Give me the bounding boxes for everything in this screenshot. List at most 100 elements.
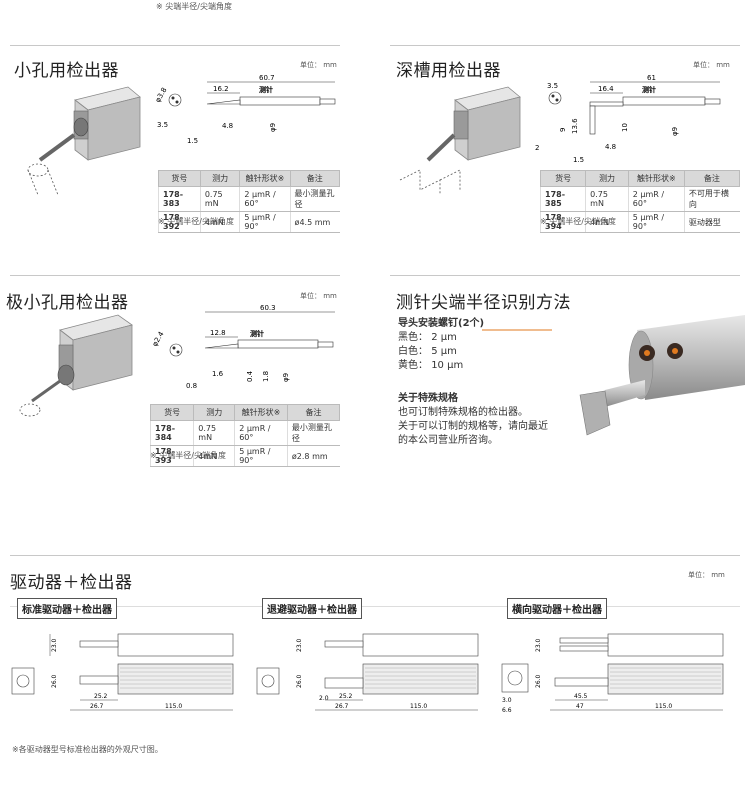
svg-text:26.0: 26.0 — [51, 674, 58, 688]
small-hole-detector-illustration — [27, 86, 141, 195]
dim-len3: 1.5 — [187, 137, 198, 145]
identify-list: 导头安装螺钉(2个) 黑色： 2 μm 白色： 5 μm 黄色： 10 μm — [398, 317, 484, 373]
col-remark: 备注 — [289, 170, 341, 187]
col-model: 货号 — [158, 170, 201, 187]
svg-text:26.0: 26.0 — [296, 674, 303, 688]
svg-text:0.4: 0.4 — [246, 370, 254, 382]
special-spec-block: 关于特殊规格 也可订制特殊规格的检出器。 关于可以订制的规格等，请向最近 的本公… — [398, 393, 548, 446]
svg-text:φ9: φ9 — [282, 373, 290, 382]
table-row: 178-392 4mN 5 μmR / 90° ø4.5 mm — [158, 211, 340, 233]
svg-text:23.0: 23.0 — [51, 638, 58, 652]
micro-hole-spec-table: 货号 测力 触针形状※ 备注 178-384 0.75 mN 2 μmR / 6… — [149, 404, 341, 467]
unit-label: 单位： mm — [300, 292, 337, 300]
small-hole-spec-table: 货号 测力 触针形状※ 备注 178-383 0.75 mN 2 μmR / 6… — [158, 170, 341, 233]
dim-length: 60.7 — [259, 74, 275, 82]
table-row: 178-394 4mN 5 μmR / 90° 驱动器型 — [539, 211, 740, 233]
leader-line — [482, 329, 552, 331]
standard-drive-drawing: 23.0 26.0 25.2 26.7 115.0 — [11, 633, 234, 711]
unit-label: 单位： mm — [688, 571, 725, 579]
drive-box-title-lateral: 横向驱动器＋检出器 — [507, 598, 607, 619]
section-title-deep-groove: 深槽用检出器 — [396, 61, 501, 81]
micro-hole-dimension-drawing: 60.3 12.8 测针 φ2.4 1.6 0.8 0.4 1.8 φ9 — [151, 304, 335, 390]
svg-text:0.8: 0.8 — [186, 382, 197, 390]
small-hole-dimension-drawing: 60.7 16.2 测针 φ3.8 3.5 4.8 1.5 φ9 — [155, 74, 336, 145]
deep-groove-dimension-drawing: 61 16.4 测针 3.5 9 13.6 10 2 4.8 1.5 φ9 — [535, 74, 721, 164]
table-row: 178-384 0.75 mN 2 μmR / 60° 最小测量孔径 — [149, 420, 340, 446]
list-item: 黄色： 10 μm — [398, 360, 464, 371]
table-row: 178-393 4mN 5 μmR / 90° ø2.8 mm — [149, 445, 340, 467]
svg-text:12.8: 12.8 — [210, 329, 226, 337]
drive-box-title-standard: 标准驱动器＋检出器 — [17, 598, 117, 619]
svg-text:1.6: 1.6 — [212, 370, 224, 378]
list-item: 白色： 5 μm — [398, 346, 457, 357]
section-title-micro-hole: 极小孔用检出器 — [6, 293, 129, 313]
svg-text:115.0: 115.0 — [165, 703, 182, 710]
section-title-small-hole: 小孔用检出器 — [14, 61, 119, 81]
dim-dia9: φ9 — [269, 123, 277, 132]
svg-text:47: 47 — [576, 703, 584, 710]
col-force: 测力 — [199, 170, 241, 187]
svg-text:1.8: 1.8 — [262, 371, 270, 382]
stylus-screws-illustration — [579, 315, 745, 436]
svg-text:3.5: 3.5 — [547, 82, 558, 90]
drive-box-title-retract: 退避驱动器＋检出器 — [262, 598, 362, 619]
svg-text:115.0: 115.0 — [655, 703, 672, 710]
drive-footnote: ※各驱动器型号标准检出器的外观尺寸图。 — [12, 745, 163, 754]
dim-dia: φ3.8 — [155, 86, 169, 104]
unit-label: 单位： mm — [693, 61, 730, 69]
svg-text:115.0: 115.0 — [410, 703, 427, 710]
dim-d1: 16.2 — [213, 85, 229, 93]
section-divider — [390, 275, 740, 276]
svg-text:测针: 测针 — [250, 329, 264, 338]
section-title-identify: 测针尖端半径识别方法 — [396, 293, 571, 313]
guide-title: 导头安装螺钉(2个) — [398, 318, 485, 329]
top-note: ※ 尖端半径/尖端角度 — [156, 2, 232, 11]
svg-text:1.5: 1.5 — [573, 156, 584, 164]
svg-text:26.7: 26.7 — [335, 703, 349, 710]
svg-text:测针: 测针 — [642, 85, 656, 94]
svg-text:16.4: 16.4 — [598, 85, 614, 93]
deep-groove-spec-table: 货号 测力 触针形状※ 备注 178-385 0.75 mN 2 μmR / 6… — [539, 170, 741, 233]
svg-text:60.3: 60.3 — [260, 304, 276, 312]
section-divider — [10, 555, 740, 556]
table-note: ※ 尖端半径/尖端角度 — [150, 451, 226, 460]
svg-text:23.0: 23.0 — [296, 638, 303, 652]
svg-text:6.6: 6.6 — [502, 707, 512, 714]
section-divider — [390, 45, 740, 46]
svg-text:13.6: 13.6 — [571, 118, 579, 134]
micro-hole-detector-illustration — [19, 314, 133, 417]
dim-len2: 4.8 — [222, 122, 233, 130]
svg-text:φ2.4: φ2.4 — [151, 330, 166, 348]
svg-text:23.0: 23.0 — [535, 638, 542, 652]
section-divider — [10, 45, 340, 46]
svg-text:10: 10 — [621, 123, 629, 132]
table-note: ※ 尖端半径/尖端角度 — [540, 217, 616, 226]
retract-drive-drawing: 23.0 26.0 2.0 25.2 26.7 115.0 — [256, 633, 479, 711]
svg-text:61: 61 — [647, 74, 656, 82]
table-note: ※ 尖端半径/尖端角度 — [158, 217, 234, 226]
deep-groove-detector-illustration — [399, 86, 521, 195]
section-title-drive: 驱动器＋检出器 — [10, 573, 133, 593]
special-title: 关于特殊规格 — [398, 393, 458, 404]
svg-text:2.0: 2.0 — [319, 695, 329, 702]
section-divider — [10, 275, 340, 276]
svg-text:25.2: 25.2 — [339, 693, 353, 700]
lateral-drive-drawing: 23.0 26.0 3.0 6.6 45.5 47 115.0 — [501, 633, 724, 714]
svg-text:2: 2 — [535, 144, 539, 152]
table-row: 178-383 0.75 mN 2 μmR / 60° 最小测量孔径 — [158, 186, 340, 212]
svg-text:φ9: φ9 — [671, 127, 679, 136]
svg-text:4.8: 4.8 — [605, 143, 616, 151]
svg-text:25.2: 25.2 — [94, 693, 108, 700]
table-row: 178-385 0.75 mN 2 μmR / 60° 不可用于横向 — [539, 186, 740, 212]
svg-text:3.0: 3.0 — [502, 697, 512, 704]
list-item: 黑色： 2 μm — [398, 332, 457, 343]
svg-text:45.5: 45.5 — [574, 693, 588, 700]
svg-text:26.0: 26.0 — [535, 674, 542, 688]
drive-band-line — [10, 606, 740, 607]
svg-text:9: 9 — [559, 128, 567, 132]
svg-text:26.7: 26.7 — [90, 703, 104, 710]
col-shape: 触针形状※ — [239, 170, 291, 187]
unit-label: 单位： mm — [300, 61, 337, 69]
dim-r: 3.5 — [157, 121, 168, 129]
probe-label: 测针 — [259, 85, 273, 94]
